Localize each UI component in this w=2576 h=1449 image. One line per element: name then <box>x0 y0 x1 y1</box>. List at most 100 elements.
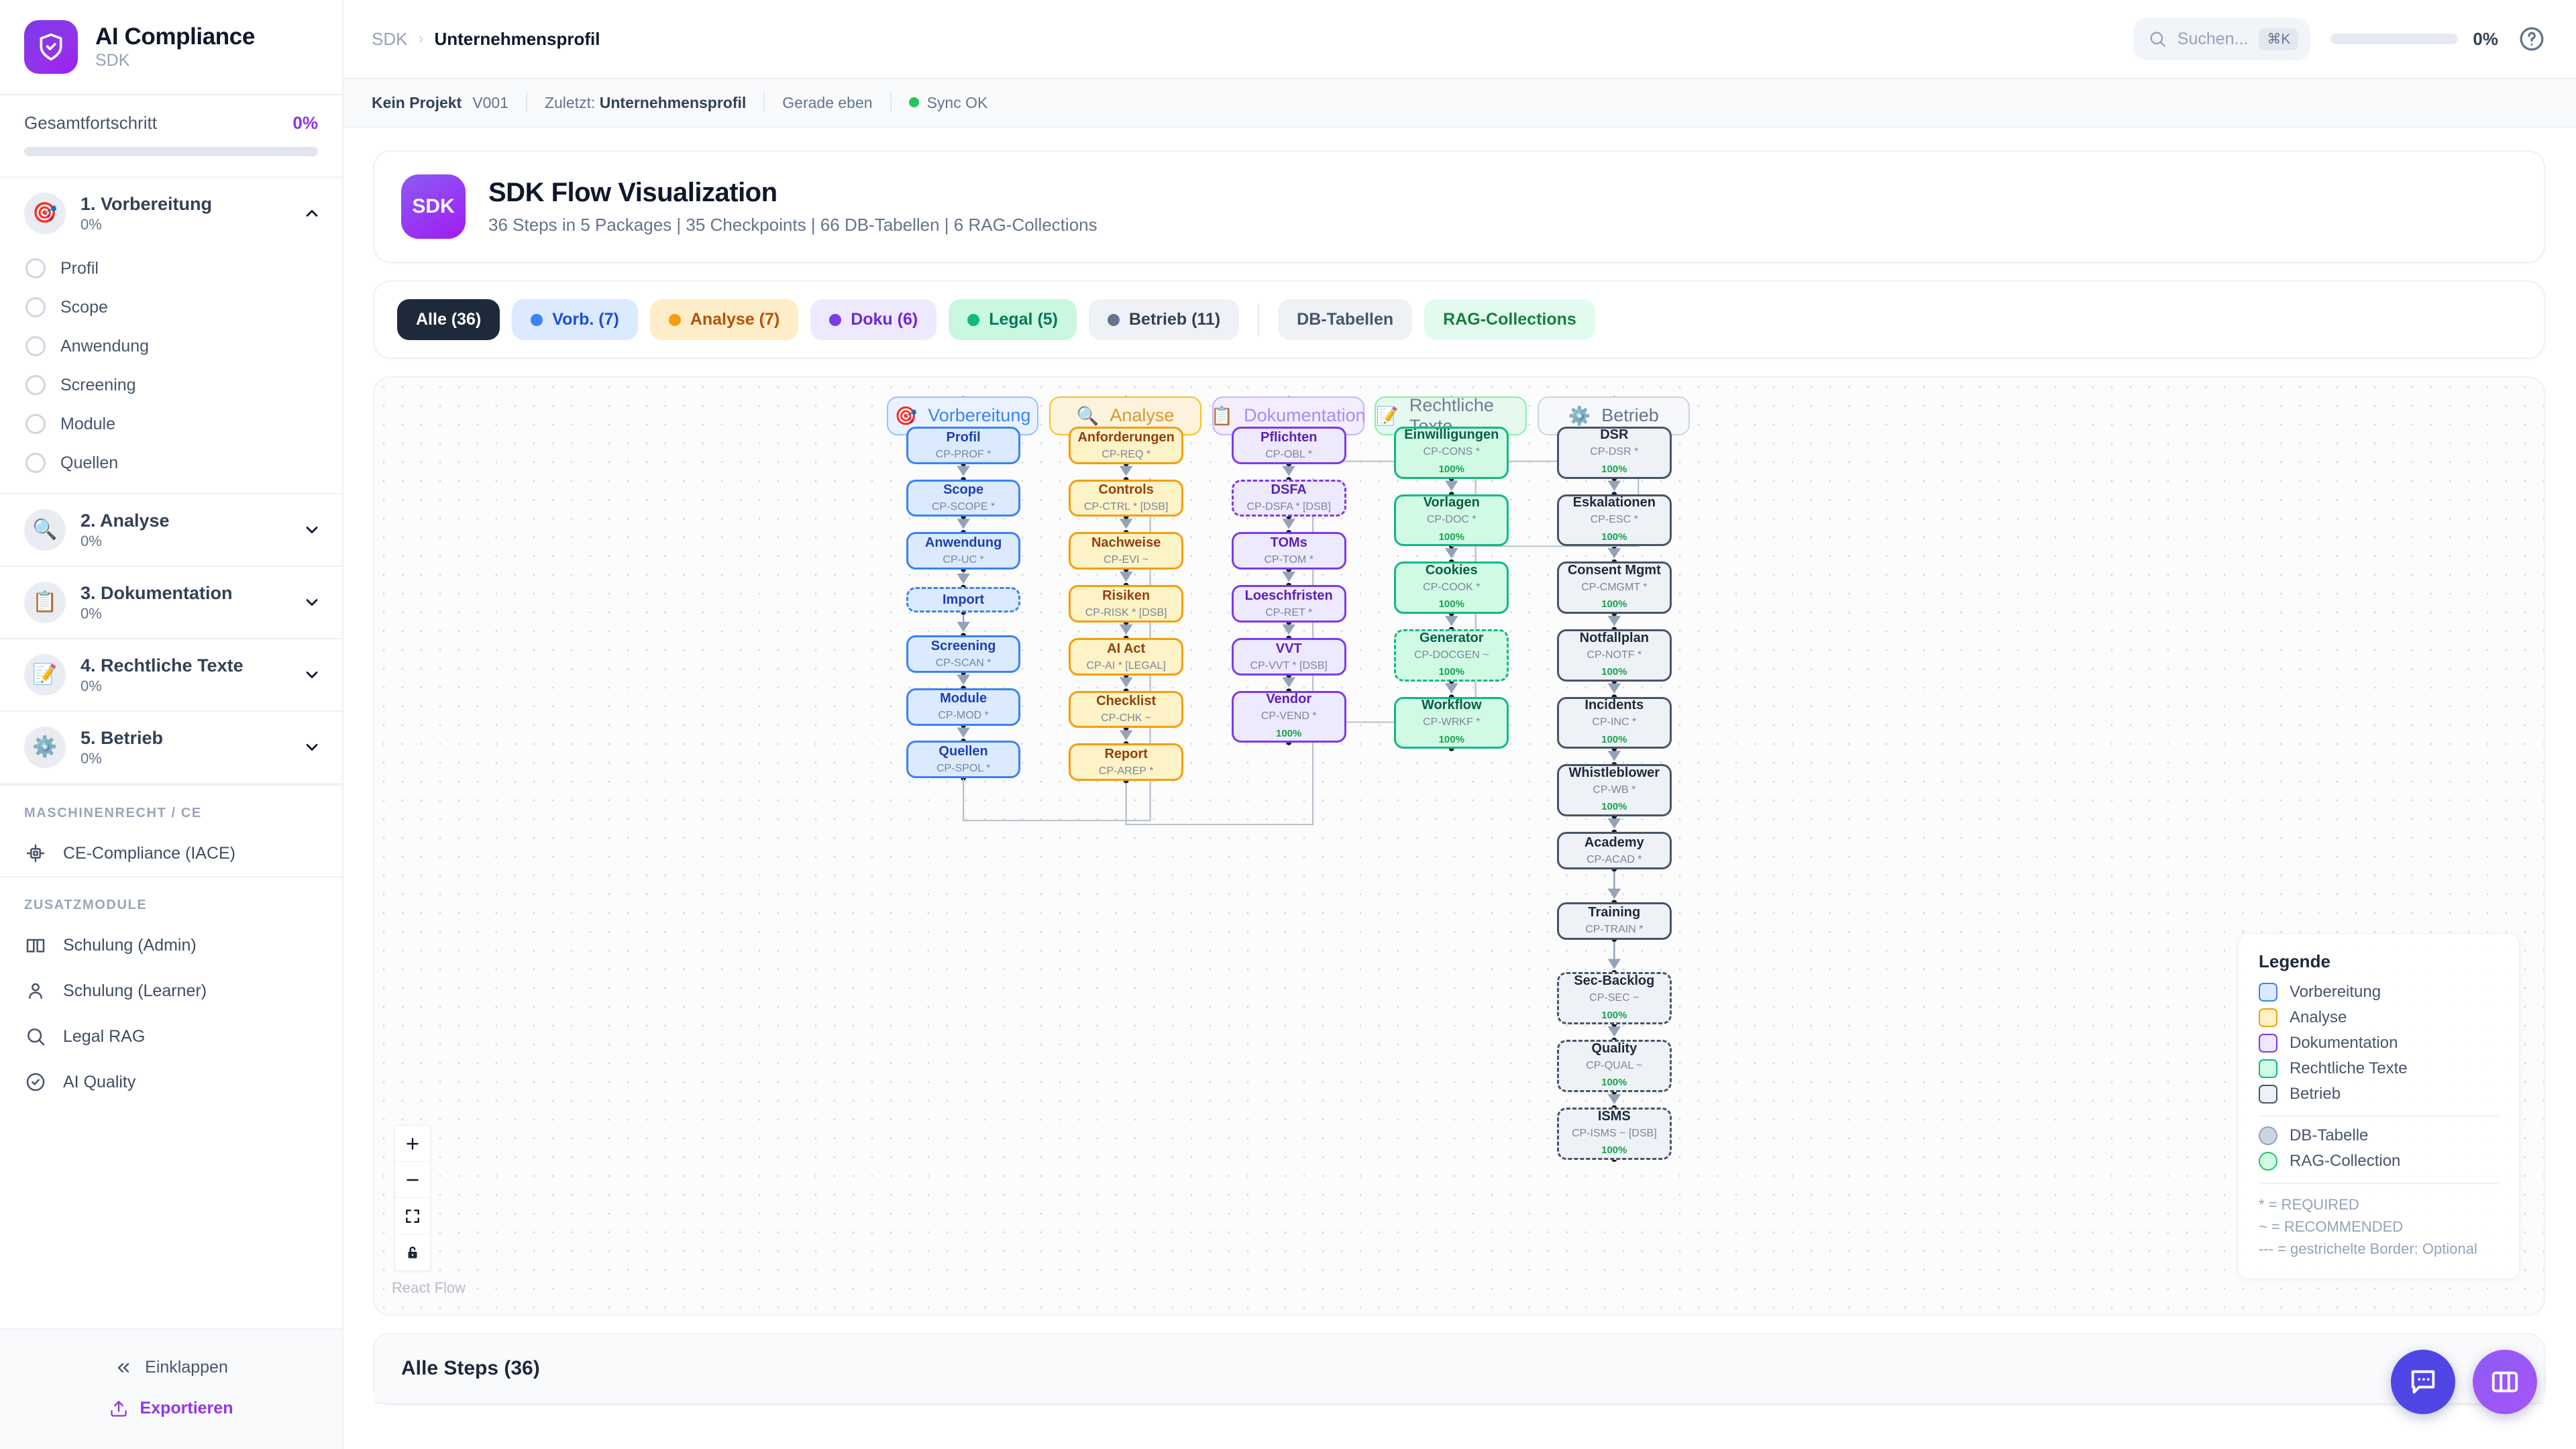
step-status-radio[interactable] <box>25 297 46 317</box>
zoom-out-button[interactable] <box>395 1162 430 1198</box>
sidebar-item-schulung-admin[interactable]: Schulung (Admin) <box>0 922 342 968</box>
step-status-radio[interactable] <box>25 336 46 356</box>
legend-swatch <box>2259 1034 2277 1053</box>
shield-check-icon <box>24 20 78 74</box>
sidebar-item-ai-quality[interactable]: AI Quality <box>0 1059 342 1105</box>
filter-chip-db-tabellen[interactable]: DB-Tabellen <box>1278 299 1413 340</box>
node-code: CP-QUAL ~ <box>1586 1059 1643 1071</box>
legend-note: ~ = RECOMMENDED <box>2259 1218 2404 1235</box>
node-progress-value: 100% <box>1601 733 1627 745</box>
zoom-in-button[interactable] <box>395 1126 430 1162</box>
chat-fab[interactable] <box>2391 1350 2455 1414</box>
search-input[interactable]: Suchen... ⌘K <box>2133 17 2311 60</box>
help-circle-icon[interactable] <box>2518 25 2545 52</box>
flow-canvas[interactable]: 🎯Vorbereitung🔍Analyse📋Dokumentation📝Rech… <box>374 378 2544 1314</box>
filter-chip-rag-collections[interactable]: RAG-Collections <box>1424 299 1595 340</box>
filter-chip-alle-36[interactable]: Alle (36) <box>397 299 500 340</box>
step-status-radio[interactable] <box>25 375 46 395</box>
brand-header[interactable]: AI Compliance SDK <box>0 0 342 95</box>
step-status-radio[interactable] <box>25 414 46 434</box>
sidebar-step-screening[interactable]: Screening <box>0 366 342 405</box>
breadcrumb-root[interactable]: SDK <box>372 28 408 49</box>
node-progress-value: 100% <box>1438 666 1464 678</box>
filter-chip-legal-5[interactable]: Legal (5) <box>949 299 1077 340</box>
search-icon <box>24 1025 47 1048</box>
step-status-radio[interactable] <box>25 453 46 473</box>
sidebar-step-anwendung[interactable]: Anwendung <box>0 327 342 366</box>
collapse-sidebar-button[interactable]: Einklappen <box>0 1347 342 1388</box>
node-code: CP-TOM * <box>1264 554 1313 566</box>
legend-notes: * = REQUIRED~ = RECOMMENDED--- = gestric… <box>2259 1193 2499 1260</box>
sidebar-item-legal-rag[interactable]: Legal RAG <box>0 1014 342 1059</box>
sidebar-item-ce-compliance-iace[interactable]: CE-Compliance (IACE) <box>0 830 342 876</box>
lock-toggle-button[interactable] <box>395 1234 430 1271</box>
flow-node-import[interactable]: Import <box>906 587 1021 612</box>
search-shortcut-badge: ⌘K <box>2259 28 2299 50</box>
node-code: CP-VEND * <box>1260 710 1317 722</box>
node-title: Report <box>1104 747 1148 762</box>
filter-chip-vorb-7[interactable]: Vorb. (7) <box>512 299 638 340</box>
node-title: Incidents <box>1585 698 1644 713</box>
node-title: Einwilligungen <box>1404 427 1499 443</box>
sidebar-step-module[interactable]: Module <box>0 405 342 443</box>
node-title: Generator <box>1419 630 1484 645</box>
top-bar-actions: Suchen... ⌘K 0% <box>2133 17 2545 60</box>
panel-fab[interactable] <box>2473 1350 2537 1414</box>
chip-dot-icon <box>531 313 543 326</box>
filter-chip-analyse-7[interactable]: Analyse (7) <box>649 299 799 340</box>
node-code: CP-WRKF * <box>1423 716 1481 729</box>
filter-chip-betrieb-11[interactable]: Betrieb (11) <box>1089 299 1240 340</box>
sidebar-step-scope[interactable]: Scope <box>0 288 342 327</box>
node-title: Vorlagen <box>1423 495 1480 511</box>
sidebar-step-profil[interactable]: Profil <box>0 249 342 288</box>
export-button[interactable]: Exportieren <box>0 1388 342 1429</box>
sidebar-item-schulung-learner[interactable]: Schulung (Learner) <box>0 968 342 1014</box>
package-icon: 📝 <box>1376 405 1399 426</box>
step-status-radio[interactable] <box>25 258 46 278</box>
sidebar-step-quellen[interactable]: Quellen <box>0 443 342 482</box>
fit-view-button[interactable] <box>395 1198 430 1234</box>
filter-chip-doku-6[interactable]: Doku (6) <box>810 299 937 340</box>
